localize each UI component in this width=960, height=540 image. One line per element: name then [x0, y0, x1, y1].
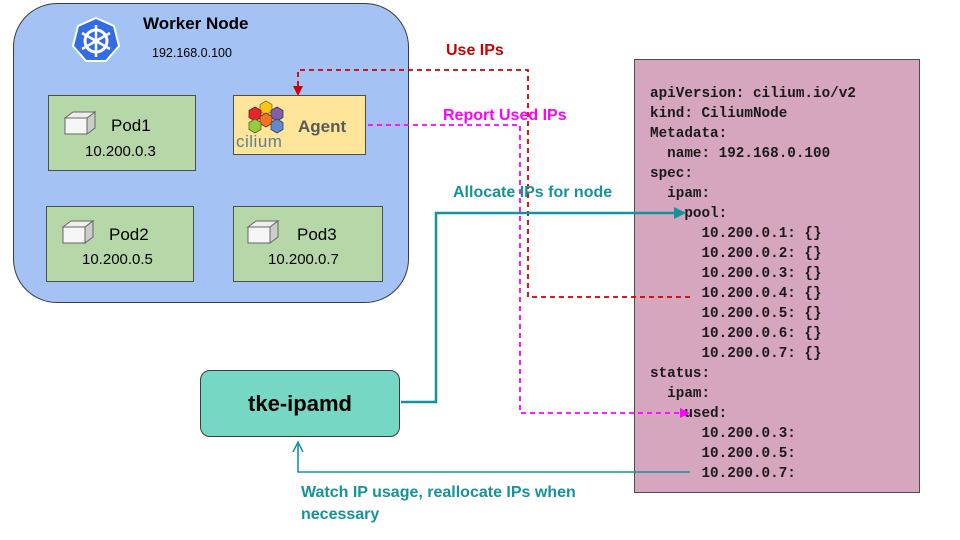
pod1-ip: 10.200.0.3 — [85, 143, 156, 160]
pod2-box — [46, 206, 194, 282]
cube-icon — [61, 220, 95, 244]
cilium-logo-icon — [248, 100, 284, 134]
cilium-node-yaml-panel — [634, 59, 920, 493]
pod3-box — [233, 206, 383, 282]
yaml-line: 10.200.0.2: {} — [650, 246, 822, 262]
pod3-name: Pod3 — [297, 225, 337, 244]
yaml-line: kind: CiliumNode — [650, 106, 788, 122]
yaml-line: 10.200.0.7: — [650, 466, 796, 482]
report-used-ips-arrow — [368, 124, 690, 418]
yaml-line: used: — [650, 406, 728, 422]
watch-ip-usage-arrow — [298, 442, 690, 473]
yaml-line: status: — [650, 366, 711, 382]
yaml-line: 10.200.0.6: {} — [650, 326, 822, 342]
pod2-ip: 10.200.0.5 — [82, 251, 153, 268]
pod3-ip: 10.200.0.7 — [268, 251, 339, 268]
yaml-line: apiVersion: cilium.io/v2 — [650, 86, 856, 102]
watch-ip-usage-label-line2: necessary — [301, 506, 380, 523]
yaml-line: name: 192.168.0.100 — [650, 146, 831, 162]
worker-node-ip: 192.168.0.100 — [152, 46, 232, 60]
agent-label: Agent — [298, 117, 347, 136]
yaml-line: pool: — [650, 206, 728, 222]
pod1-name: Pod1 — [111, 116, 151, 135]
yaml-line: 10.200.0.5: {} — [650, 306, 822, 322]
yaml-line: 10.200.0.4: {} — [650, 286, 822, 302]
cube-icon — [63, 111, 97, 135]
allocate-ips-label: Allocate IPs for node — [453, 184, 613, 201]
yaml-line: Metadata: — [650, 126, 728, 142]
yaml-line: 10.200.0.7: {} — [650, 346, 822, 362]
worker-node-title: Worker Node — [143, 14, 249, 33]
use-ips-arrow — [293, 69, 690, 298]
pod2-name: Pod2 — [109, 225, 149, 244]
kubernetes-icon — [71, 16, 121, 62]
report-used-ips-label: Report Used IPs — [443, 107, 567, 124]
yaml-line: ipam: — [650, 186, 711, 202]
yaml-line: 10.200.0.5: — [650, 446, 796, 462]
cilium-logo-text: cilium — [236, 132, 283, 151]
tke-ipamd-box: tke-ipamd — [200, 370, 400, 437]
cube-icon — [246, 220, 280, 244]
yaml-line: spec: — [650, 166, 693, 182]
yaml-line: 10.200.0.3: {} — [650, 266, 822, 282]
allocate-ips-arrow — [401, 207, 686, 404]
yaml-line: 10.200.0.3: — [650, 426, 796, 442]
yaml-line: 10.200.0.1: {} — [650, 226, 822, 242]
use-ips-label: Use IPs — [446, 42, 504, 59]
watch-ip-usage-label-line1: Watch IP usage, reallocate IPs when — [301, 484, 576, 501]
yaml-line: ipam: — [650, 386, 711, 402]
